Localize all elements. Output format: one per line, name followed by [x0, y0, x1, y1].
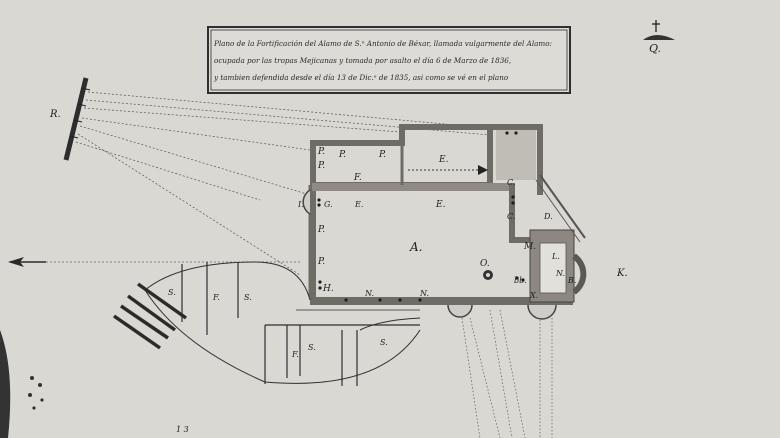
battery-r [63, 77, 91, 161]
label-n-church: N. [555, 269, 565, 278]
label-l: L. [551, 252, 560, 261]
cartouche-line-1: Plano de la Fortificación del Alamo de S… [213, 39, 552, 48]
trench-lines-south [461, 309, 553, 438]
label-d: D. [543, 212, 553, 221]
label-p-5: P. [317, 225, 325, 235]
hatched-batteries [113, 282, 188, 350]
label-n-1: N. [364, 289, 374, 298]
label-r: R. [49, 109, 61, 120]
label-s-3: S. [308, 343, 316, 352]
label-p-2: P. [338, 150, 346, 160]
outer-earthworks [144, 261, 421, 386]
label-f-3: F. [291, 350, 299, 359]
label-f-1: F. [353, 173, 362, 183]
title-cartouche: Plano de la Fortificación del Alamo de S… [207, 26, 571, 94]
label-q: Q. [649, 42, 661, 55]
cartouche-line-2: ocupada por las tropas Mejicanas y tomad… [214, 56, 511, 65]
main-compound [302, 124, 587, 320]
plan-labels: P. P. P. P. F. E. C. C. D. I. G. E. E. P… [168, 147, 628, 359]
label-p-1: P. [317, 147, 325, 157]
label-s-4: S. [380, 338, 388, 347]
label-g: G. [324, 200, 333, 209]
label-e-3: E. [435, 200, 446, 210]
cartouche-line-3: y tambien defendida desde el día 13 de D… [213, 73, 509, 82]
label-bb: bb. [514, 276, 527, 285]
cross-on-mound-icon [643, 20, 675, 40]
label-i: I. [297, 200, 304, 209]
label-e-2: E. [354, 200, 363, 209]
label-s-2: S. [244, 293, 252, 302]
label-o: O. [480, 259, 490, 269]
label-c-1: C. [507, 178, 515, 187]
label-b: B. [567, 276, 576, 285]
label-p-3: P. [378, 150, 386, 160]
margin-mark: 1 3 [176, 425, 189, 434]
label-k: K. [616, 268, 628, 279]
label-x: X. [529, 291, 538, 300]
label-n-2: N. [419, 289, 429, 298]
label-a: A. [409, 240, 422, 254]
vegetation-marks [0, 330, 44, 438]
label-s-1: S. [168, 288, 176, 297]
label-p-4: P. [317, 161, 325, 171]
label-e-1: E. [438, 155, 449, 165]
label-m: M. [523, 242, 536, 252]
label-h: H. [322, 284, 334, 294]
label-p-6: P. [317, 257, 325, 267]
label-c-2: C. [507, 212, 515, 221]
label-f-2: F. [212, 293, 220, 302]
